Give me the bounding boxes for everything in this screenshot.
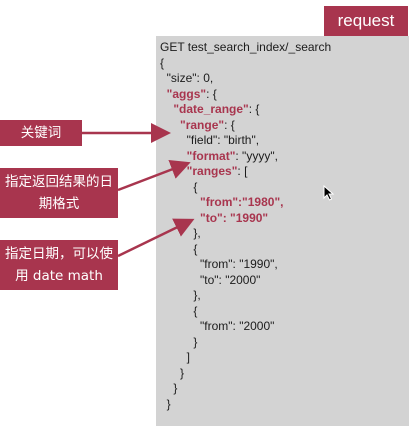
code-text: { bbox=[160, 179, 198, 194]
code-line: { bbox=[160, 242, 331, 258]
callout-keyword: 关键词 bbox=[0, 120, 82, 146]
code-line: }, bbox=[160, 226, 331, 242]
code-text: } bbox=[160, 381, 178, 395]
code-line: "size": 0, bbox=[160, 71, 331, 87]
code-line: "from": "2000" bbox=[160, 319, 331, 335]
code-line: "from": "1990", bbox=[160, 257, 331, 273]
code-line: { bbox=[160, 56, 331, 72]
code-keyword: "aggs" bbox=[166, 86, 207, 101]
code-text: } bbox=[160, 396, 171, 411]
callout-date-math: 指定日期，可以使 用 date math bbox=[0, 240, 118, 290]
code-text: "size": 0, bbox=[160, 71, 214, 85]
code-text: "field": "birth", bbox=[160, 133, 260, 147]
callout-keyword-text: 关键词 bbox=[20, 125, 62, 141]
code-line: "range": { bbox=[160, 118, 331, 134]
code-line: } bbox=[160, 397, 331, 413]
code-text: "to": "2000" bbox=[160, 272, 261, 287]
callout-date-math-line2: 用 date math bbox=[15, 268, 103, 284]
code-line: "date_range": { bbox=[160, 102, 331, 118]
code-text: "from": "2000" bbox=[160, 319, 275, 333]
code-text: } bbox=[160, 334, 198, 349]
mouse-cursor-icon bbox=[323, 185, 335, 201]
code-text: }, bbox=[160, 226, 201, 240]
code-keyword: "date_range" bbox=[173, 102, 249, 116]
request-badge: request bbox=[324, 6, 408, 36]
code-text: { bbox=[160, 241, 198, 256]
code-line: "ranges": [ bbox=[160, 164, 331, 180]
code-text: } bbox=[160, 365, 185, 380]
code-line: { bbox=[160, 304, 331, 320]
code-line: } bbox=[160, 381, 331, 397]
callout-format: 指定返回结果的日 期格式 bbox=[0, 168, 118, 218]
code-text: : [ bbox=[237, 164, 248, 178]
code-line: "aggs": { bbox=[160, 87, 331, 103]
code-line: "to": "2000" bbox=[160, 273, 331, 289]
code-line: "from":"1980", bbox=[160, 195, 331, 211]
code-text: : { bbox=[224, 117, 235, 132]
code-keyword: "to": "1990" bbox=[200, 210, 269, 225]
code-text: { bbox=[160, 303, 198, 318]
code-keyword: "from":"1980", bbox=[200, 195, 284, 209]
code-line: ] bbox=[160, 350, 331, 366]
code-line: } bbox=[160, 335, 331, 351]
code-text: : "yyyy", bbox=[235, 148, 278, 163]
callout-format-line1: 指定返回结果的日 bbox=[5, 174, 113, 190]
code-text: : { bbox=[248, 102, 260, 116]
arrow-format bbox=[117, 160, 191, 192]
code-line: { bbox=[160, 180, 331, 196]
arrow-date-math bbox=[117, 218, 195, 258]
code-text: "from": "1990", bbox=[160, 257, 278, 271]
callout-format-line2: 期格式 bbox=[38, 196, 80, 212]
code-text: GET test_search_index/_search bbox=[160, 40, 332, 54]
code-line: "format": "yyyy", bbox=[160, 149, 331, 165]
code-line: } bbox=[160, 366, 331, 382]
code-keyword: "ranges" bbox=[186, 164, 238, 178]
code-line: "to": "1990" bbox=[160, 211, 331, 227]
callout-date-math-line1: 指定日期，可以使 bbox=[5, 246, 113, 262]
code-text: { bbox=[160, 55, 165, 70]
code-line: }, bbox=[160, 288, 331, 304]
code-line: "field": "birth", bbox=[160, 133, 331, 149]
code-keyword: "range" bbox=[180, 117, 225, 132]
code-text: : { bbox=[206, 86, 217, 101]
code-keyword: "format" bbox=[186, 148, 236, 163]
request-code: GET test_search_index/_search{ "size": 0… bbox=[160, 40, 331, 412]
code-text: }, bbox=[160, 288, 201, 302]
code-text: ] bbox=[160, 350, 191, 364]
code-line: GET test_search_index/_search bbox=[160, 40, 331, 56]
code-panel bbox=[156, 36, 409, 426]
